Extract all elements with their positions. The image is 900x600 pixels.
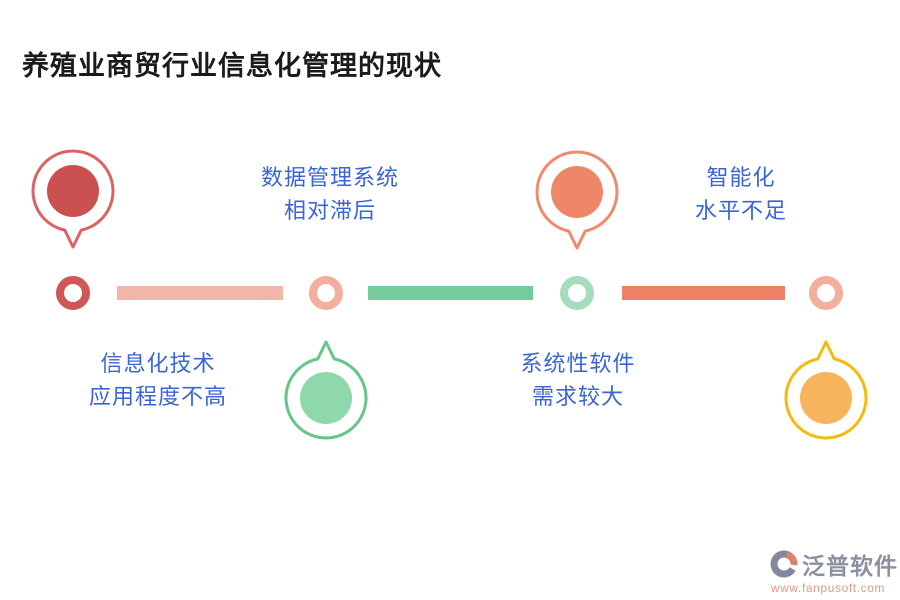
timeline-node-1 [56, 276, 90, 310]
balloon-dot-icon [800, 372, 852, 424]
callout-pin-coral [535, 150, 619, 250]
logo-arc-accent [770, 550, 798, 578]
brand-name: 泛普软件 [802, 554, 898, 579]
timeline-bar-2 [368, 286, 533, 300]
page-title: 养殖业商贸行业信息化管理的现状 [22, 51, 442, 81]
callout-pin-green [284, 340, 368, 440]
label-line-1: 系统性软件 [520, 351, 636, 376]
label-line-2: 需求较大 [531, 384, 624, 409]
fanpu-logo-icon [770, 550, 798, 578]
label-information-technology: 信息化技术 应用程度不高 [38, 347, 278, 413]
balloon-dot-icon [47, 165, 99, 217]
callout-pin-orange [784, 340, 868, 440]
timeline-node-4 [809, 276, 843, 310]
label-systematic-software: 系统性软件 需求较大 [458, 347, 698, 413]
ring-circle-icon [560, 276, 594, 310]
timeline-node-3 [560, 276, 594, 310]
brand-url: www.fanpusoft.com [770, 581, 886, 595]
label-line-2: 相对滞后 [283, 198, 376, 223]
label-line-2: 应用程度不高 [88, 384, 227, 409]
balloon-dot-icon [300, 372, 352, 424]
timeline-bar-1 [117, 286, 283, 300]
label-line-1: 数据管理系统 [260, 165, 399, 190]
label-intelligence-level: 智能化 水平不足 [621, 161, 861, 227]
timeline-bar-3 [622, 286, 785, 300]
label-line-1: 智能化 [706, 165, 776, 190]
brand-watermark: 泛普软件 www.fanpusoft.com [758, 547, 898, 595]
balloon-dot-icon [551, 166, 603, 218]
callout-pin-red [31, 149, 115, 249]
label-line-1: 信息化技术 [100, 351, 216, 376]
ring-circle-icon [56, 276, 90, 310]
label-line-2: 水平不足 [694, 198, 787, 223]
ring-circle-icon [809, 276, 843, 310]
ring-circle-icon [309, 276, 343, 310]
label-data-management: 数据管理系统 相对滞后 [210, 161, 450, 227]
timeline-node-2 [309, 276, 343, 310]
